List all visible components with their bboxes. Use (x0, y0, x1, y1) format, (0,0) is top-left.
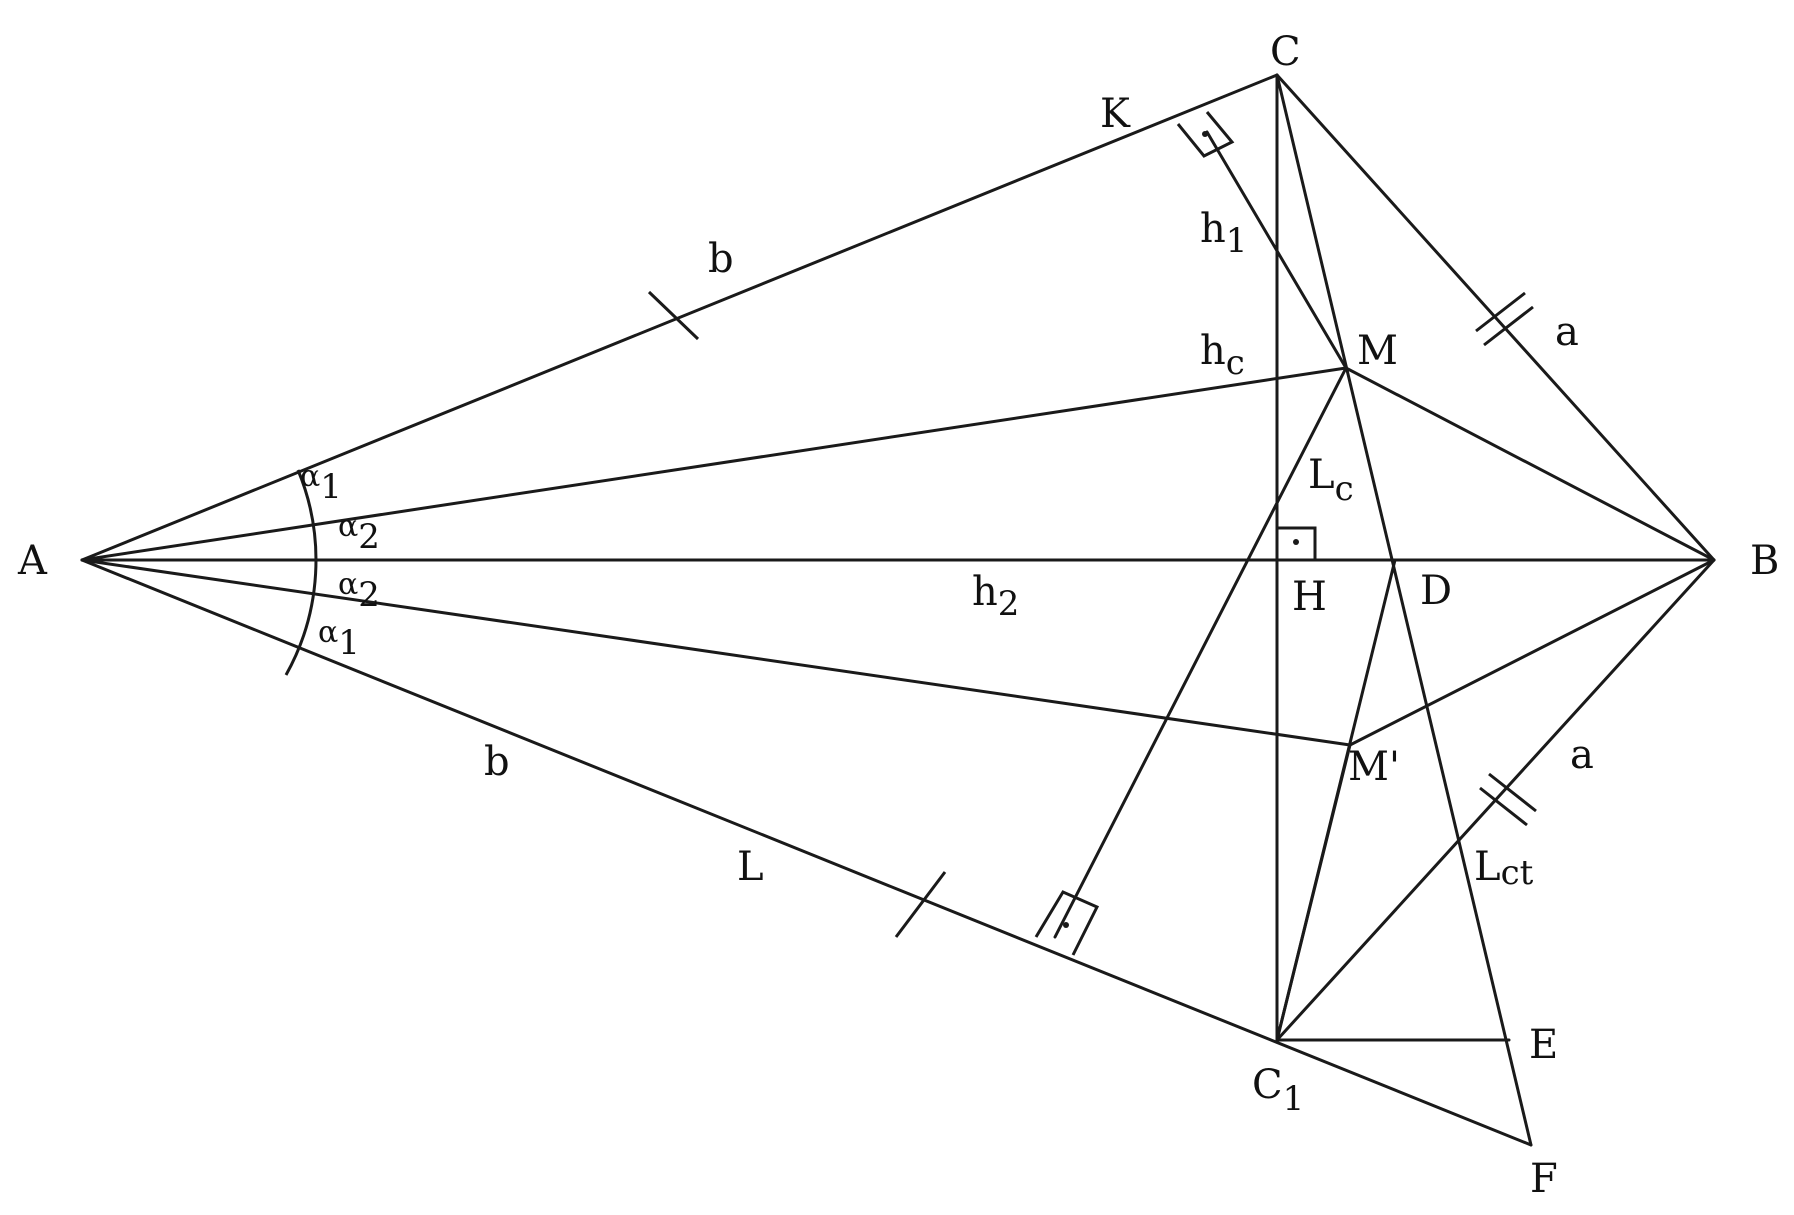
right-angle-dot-K (1202, 131, 1208, 137)
label-D: D (1420, 568, 1452, 614)
label-hc-sub: c (1226, 343, 1245, 383)
label-alpha2-bottom-base: α (338, 567, 358, 602)
label-C1-base: C (1252, 1062, 1283, 1108)
label-alpha1-bottom: α1 (318, 615, 360, 663)
label-L: L (737, 844, 764, 890)
right-angle-dot-H (1293, 539, 1299, 545)
label-alpha1-top-sub: 1 (320, 467, 342, 507)
label-h1: h1 (1200, 206, 1247, 261)
label-alpha2-bottom-sub: 2 (358, 575, 380, 615)
label-b-top: b (708, 236, 734, 282)
tick-a-bottom-2 (1488, 772, 1537, 813)
angle-arc-outer (284, 469, 318, 676)
label-B: B (1750, 538, 1779, 584)
label-Lc: Lc (1308, 452, 1354, 509)
segment-MB (1344, 366, 1716, 562)
label-alpha2-top-sub: 2 (358, 517, 380, 557)
tick-b-bottom (894, 871, 947, 938)
segment-M-prime-B (1348, 558, 1716, 747)
angle-arcs (284, 469, 318, 676)
tick-marks (647, 290, 1537, 938)
label-h2: h2 (972, 569, 1019, 624)
right-angle-L (1034, 890, 1100, 956)
label-Lc-base: L (1308, 452, 1335, 498)
tick-b-top (647, 290, 700, 341)
vertex-labels: A B C K M M' H D E F C1 (17, 29, 1779, 1202)
label-alpha1-top: α1 (300, 459, 342, 507)
label-alpha1-bottom-base: α (318, 615, 338, 650)
label-h2-base: h (972, 569, 998, 615)
length-labels: a a b b L h1 hc h2 Lc Lct (484, 206, 1594, 893)
label-C1-sub: 1 (1283, 1079, 1305, 1119)
label-F: F (1530, 1156, 1558, 1202)
label-Lc-sub: c (1335, 469, 1354, 509)
label-C: C (1270, 29, 1301, 75)
edges (80, 73, 1716, 1147)
label-a-bottom: a (1570, 732, 1594, 778)
label-h2-sub: 2 (998, 584, 1020, 624)
right-angle-K (1176, 111, 1235, 158)
tick-a-top-2 (1483, 305, 1534, 347)
segment-AC (80, 73, 1279, 562)
label-Lct-sub: ct (1501, 853, 1534, 893)
label-hc: hc (1200, 328, 1245, 383)
label-alpha1-bottom-sub: 1 (338, 623, 360, 663)
label-h1-sub: 1 (1226, 221, 1248, 261)
label-a-top: a (1555, 309, 1579, 355)
segment-AM-prime (80, 558, 1352, 747)
label-K: K (1100, 91, 1131, 137)
right-angle-dot-L (1063, 922, 1069, 928)
label-alpha2-top: α2 (338, 509, 380, 557)
label-C1: C1 (1252, 1062, 1304, 1119)
label-alpha2-top-base: α (338, 509, 358, 544)
label-Lct: Lct (1474, 844, 1534, 893)
label-hc-base: h (1200, 328, 1226, 374)
angle-labels: α1 α2 α2 α1 (300, 459, 380, 663)
label-h1-base: h (1200, 206, 1226, 252)
label-alpha2-bottom: α2 (338, 567, 380, 615)
segment-KM (1205, 130, 1348, 370)
label-A: A (17, 538, 48, 584)
tick-a-top-1 (1475, 291, 1526, 333)
label-E: E (1529, 1022, 1558, 1068)
tick-a-bottom-1 (1479, 786, 1528, 827)
segment-C1D (1275, 558, 1397, 1042)
segment-AM (80, 366, 1348, 562)
label-H: H (1292, 574, 1327, 620)
label-M-prime: M' (1348, 744, 1400, 790)
segment-CF (1275, 73, 1533, 1147)
segment-AF (80, 558, 1533, 1147)
label-M: M (1357, 328, 1398, 374)
segment-M-perpendicular-to-AF (1053, 366, 1348, 939)
right-angle-markers (1034, 111, 1317, 956)
label-b-bottom: b (484, 739, 510, 785)
right-angle-H (1277, 526, 1317, 560)
label-alpha1-top-base: α (300, 459, 320, 494)
label-Lct-base: L (1474, 844, 1501, 890)
